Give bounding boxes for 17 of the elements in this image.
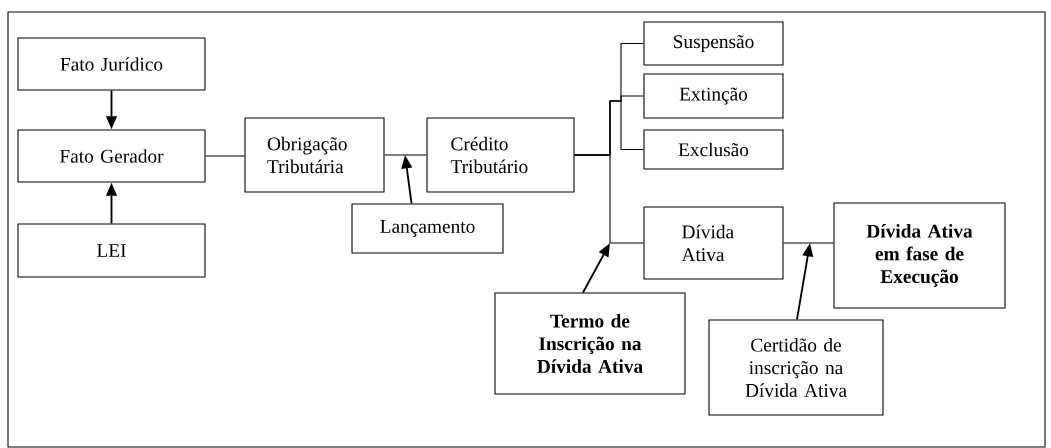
connector-line xyxy=(783,242,834,244)
process-box: Fato Jurídico xyxy=(17,37,206,91)
process-box: Termo de Inscrição na Dívida Ativa xyxy=(494,292,686,395)
process-box: Extinção xyxy=(643,73,784,119)
process-box: Dívida Ativa em fase de Execução xyxy=(833,202,1006,309)
connector-line xyxy=(205,155,245,157)
process-box: Suspensão xyxy=(643,21,784,66)
process-box: Lançamento xyxy=(351,203,504,254)
process-box: Dívida Ativa xyxy=(643,206,784,280)
process-box: LEI xyxy=(17,223,206,278)
process-box: Obrigação Tributária xyxy=(244,117,385,193)
process-box: Fato Gerador xyxy=(17,129,206,183)
process-box: Crédito Tributário xyxy=(426,117,575,193)
connector-line xyxy=(384,154,427,156)
connector-line xyxy=(574,154,644,244)
process-box: Exclusão xyxy=(643,129,784,170)
process-box: Certidão de inscrição na Dívida Ativa xyxy=(708,319,884,416)
